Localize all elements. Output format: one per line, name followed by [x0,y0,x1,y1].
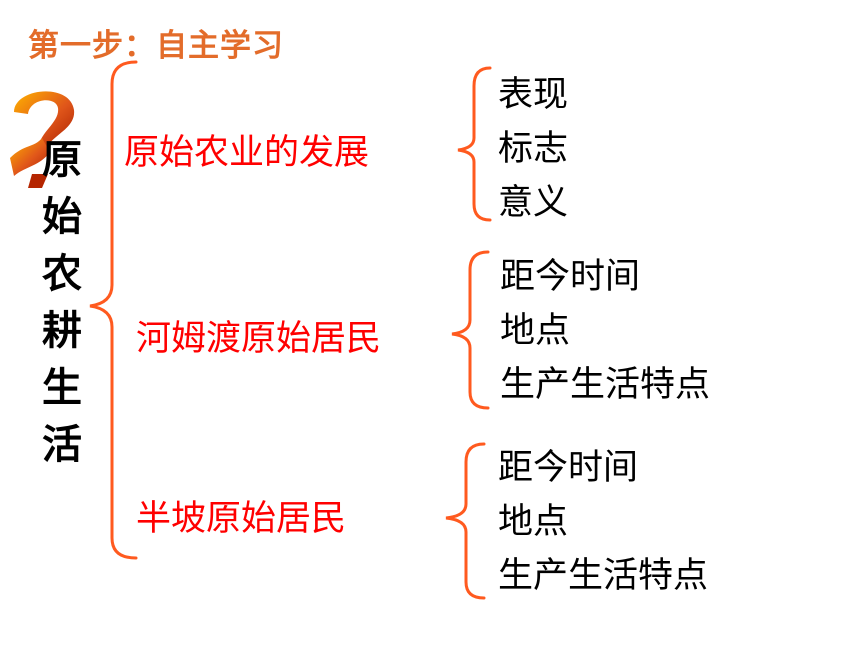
main-title-char: 原 [42,137,82,183]
branch-1-brace [457,66,492,222]
question-mark-logo-icon [10,91,75,188]
list-item: 地点 [498,502,569,542]
main-title-char: 农 [42,251,82,297]
step-title: 第一步：自主学习 [28,28,284,64]
main-title-char: 活 [42,422,82,468]
list-item: 生产生活特点 [498,556,709,596]
branch-label: 半坡原始居民 [136,499,347,539]
list-item: 表现 [498,75,569,115]
branch-3-items: 距今时间 地点 生产生活特点 [498,441,708,603]
list-item: 地点 [500,311,571,351]
main-title: 原 始 农 耕 生 活 [38,132,86,474]
branch-2-brace [451,250,490,410]
list-item: 距今时间 [500,257,641,297]
main-title-char: 耕 [42,308,82,354]
main-title-char: 生 [42,365,82,411]
branch-2-items: 距今时间 地点 生产生活特点 [500,250,710,412]
branch-label: 河姆渡原始居民 [136,319,382,359]
branch-1-items: 表现 标志 意义 [498,68,568,230]
branch-3-brace [445,442,486,600]
list-item: 意义 [498,183,569,223]
main-title-char: 始 [42,194,82,240]
list-item: 标志 [498,129,569,169]
branch-label: 原始农业的发展 [124,133,370,173]
list-item: 距今时间 [498,448,639,488]
list-item: 生产生活特点 [500,365,711,405]
